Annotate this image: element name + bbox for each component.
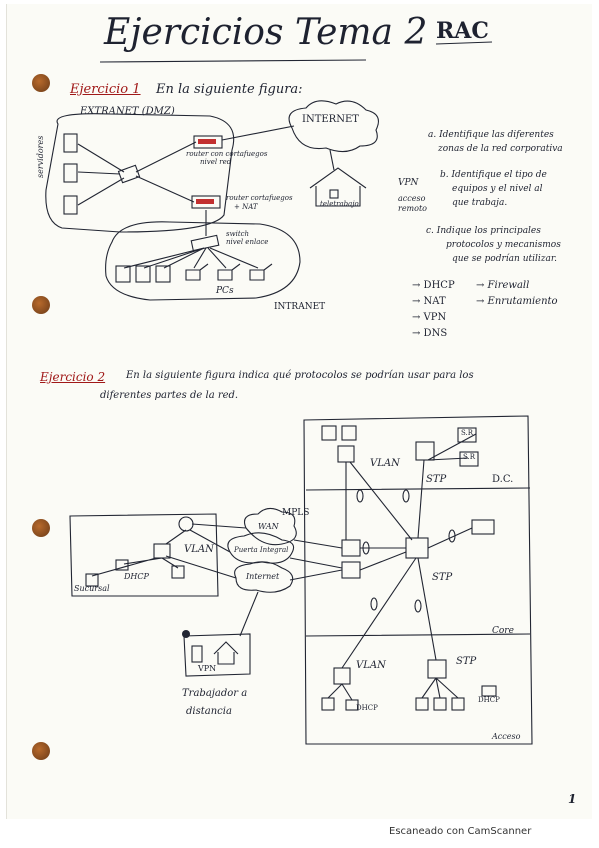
device-icon xyxy=(481,685,497,697)
mpls-label: MPLS xyxy=(282,508,310,518)
exercise-2-label: Ejercicio 2 xyxy=(40,370,106,384)
server-icon xyxy=(457,427,477,443)
pc-icon xyxy=(321,697,335,711)
router-icon xyxy=(178,516,194,532)
switch-level: nivel enlace xyxy=(226,238,269,246)
scanner-footer: Escaneado con CamScanner xyxy=(389,826,532,837)
server-icon xyxy=(459,451,479,467)
vpn-label-2: VPN xyxy=(198,664,217,673)
remote-worker-label: Trabajador a xyxy=(182,688,248,699)
question-a: a. Identifique las diferentes xyxy=(428,130,554,140)
device-icon xyxy=(471,519,495,535)
question-c-2: protocolos y mecanismos xyxy=(446,240,561,250)
question-c-3: que se podrían utilizar. xyxy=(452,254,558,264)
router-1-level: nivel red xyxy=(200,158,232,166)
stp-label-dc: STP xyxy=(426,474,447,485)
pc-icon xyxy=(85,573,99,587)
stp-label-access: STP xyxy=(456,656,477,667)
router-1-label: router con cortafuegos xyxy=(186,150,268,158)
protocol-nat: → NAT xyxy=(412,296,446,307)
switch-icon xyxy=(333,667,351,685)
switch-label: switch xyxy=(226,230,250,238)
pc-icon xyxy=(451,697,465,711)
switch-icon xyxy=(190,234,220,252)
protocol-vpn: → VPN xyxy=(412,312,447,323)
router-icon xyxy=(193,135,223,149)
internet-label-2: Internet xyxy=(246,572,280,581)
subject-label: RAC xyxy=(436,18,489,44)
switch-icon xyxy=(427,659,447,679)
telework-label: teletrabajo xyxy=(320,200,359,208)
remote-worker-label-2: distancia xyxy=(186,706,232,717)
dhcp-label-branch: DHCP xyxy=(124,572,149,581)
vlan-label-dc: VLAN xyxy=(370,458,400,469)
switch-icon xyxy=(415,441,435,461)
page-number: 1 xyxy=(568,792,577,806)
router-2-nat: + NAT xyxy=(234,203,258,211)
stp-label-core: STP xyxy=(432,572,453,583)
question-a-2: zonas de la red corporativa xyxy=(438,144,563,154)
question-b-3: que trabaja. xyxy=(452,198,508,208)
question-b: b. Identifique el tipo de xyxy=(440,170,547,180)
sr-label-2: S.R xyxy=(463,453,476,461)
protocol-firewall: → Firewall xyxy=(476,280,530,291)
exercise-1-label: Ejercicio 1 xyxy=(70,82,141,97)
core-switch-icon xyxy=(405,537,429,559)
device-icon xyxy=(115,559,129,571)
remote-access-label-2: remoto xyxy=(398,204,427,213)
exercise-2-text: En la siguiente figura indica qué protoc… xyxy=(126,370,474,381)
protocol-dns: → DNS xyxy=(412,328,448,339)
dc-label: D.C. xyxy=(492,474,514,485)
switch-icon xyxy=(153,543,171,559)
branch-label: Sucursal xyxy=(74,584,110,593)
wan-label: WAN xyxy=(258,522,279,531)
internet-label: INTERNET xyxy=(302,114,359,125)
router-icon xyxy=(341,561,361,579)
binder-hole xyxy=(32,519,50,537)
exercise-1-intro: En la siguiente figura: xyxy=(156,82,303,97)
server-icon xyxy=(341,425,357,441)
server-icon xyxy=(63,195,78,215)
intranet-label: INTRANET xyxy=(274,302,326,312)
binder-hole xyxy=(32,296,50,314)
router-icon xyxy=(191,195,221,209)
vlan-label-branch: VLAN xyxy=(184,544,214,555)
protocol-dhcp: → DHCP xyxy=(412,280,455,291)
pc-icon xyxy=(191,645,203,663)
server-icon xyxy=(321,425,337,441)
pc-icon xyxy=(155,265,171,283)
pc-icon xyxy=(115,265,131,283)
question-c: c. Indique los principales xyxy=(426,226,541,236)
server-icon xyxy=(63,163,78,183)
switch-icon xyxy=(337,445,355,463)
core-label: Core xyxy=(492,626,514,636)
pc-icon xyxy=(415,697,429,711)
binder-hole xyxy=(32,742,50,760)
dhcp-label-access-2: DHCP xyxy=(478,696,500,704)
router-2-label: router cortafuegos xyxy=(226,194,293,202)
remote-access-label: acceso xyxy=(398,194,426,203)
page-title: Ejercicios Tema 2 xyxy=(104,12,428,53)
vlan-label-access: VLAN xyxy=(356,660,386,671)
pc-icon xyxy=(135,265,151,283)
sr-label-1: S.R xyxy=(461,429,474,437)
exercise-2-text-2: diferentes partes de la red. xyxy=(100,390,239,401)
gateway-label: Puerta Integral xyxy=(234,546,289,554)
binder-hole xyxy=(32,74,50,92)
server-icon xyxy=(63,133,78,153)
extranet-label: EXTRANET (DMZ) xyxy=(80,106,175,117)
access-label: Acceso xyxy=(492,732,521,741)
pc-icon xyxy=(433,697,447,711)
dhcp-label-access-1: DHCP xyxy=(356,704,378,712)
question-b-2: equipos y el nivel al xyxy=(452,184,543,194)
protocol-routing: → Enrutamiento xyxy=(476,296,558,307)
pc-icon xyxy=(171,565,185,579)
pcs-label: PCs xyxy=(216,286,234,296)
vpn-label: VPN xyxy=(398,178,419,188)
router-icon xyxy=(341,539,361,557)
